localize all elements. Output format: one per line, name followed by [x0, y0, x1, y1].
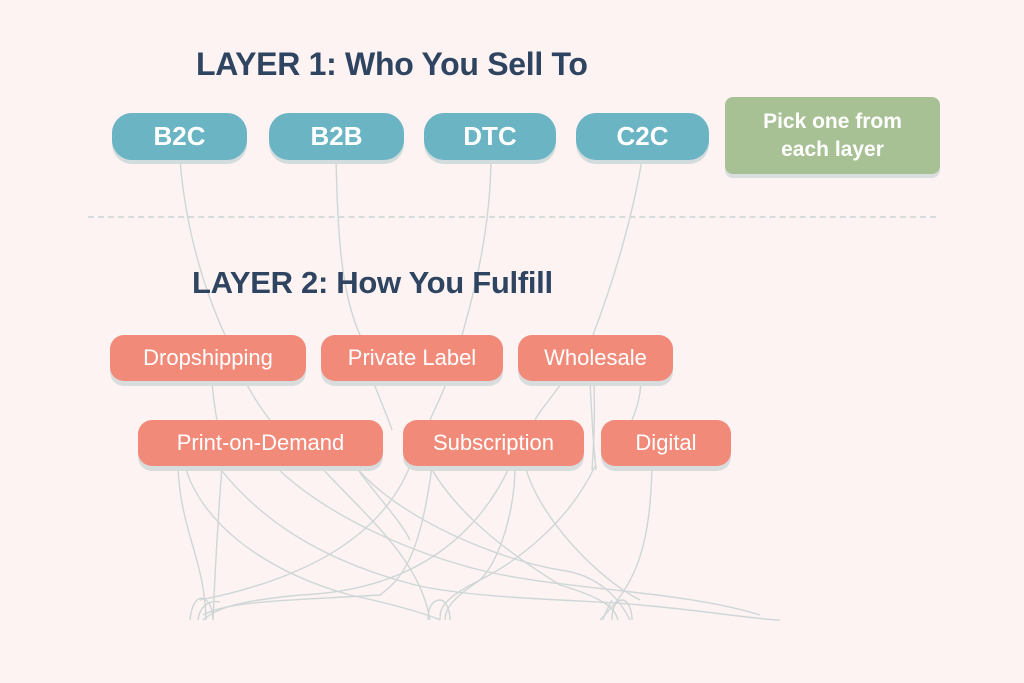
layer2-title: LAYER 2: How You Fulfill	[192, 265, 553, 300]
option-b2c[interactable]: B2C	[112, 113, 247, 160]
option-label: B2C	[153, 121, 206, 151]
option-print-on-demand[interactable]: Print-on-Demand	[138, 420, 383, 466]
option-dropshipping[interactable]: Dropshipping	[110, 335, 306, 381]
option-label: C2C	[616, 121, 669, 151]
option-digital[interactable]: Digital	[601, 420, 731, 466]
option-c2c[interactable]: C2C	[576, 113, 709, 160]
option-label: Digital	[635, 430, 697, 455]
layer-divider	[88, 216, 936, 218]
option-label: Print-on-Demand	[176, 430, 345, 455]
option-wholesale[interactable]: Wholesale	[518, 335, 673, 381]
note-line-2: each layer	[781, 137, 884, 161]
option-private-label[interactable]: Private Label	[321, 335, 503, 381]
option-label: DTC	[463, 121, 517, 151]
option-label: Wholesale	[544, 345, 647, 370]
instruction-note: Pick one from each layer	[725, 97, 940, 174]
option-dtc[interactable]: DTC	[424, 113, 556, 160]
option-label: B2B	[310, 121, 363, 151]
layer1-title: LAYER 1: Who You Sell To	[196, 46, 588, 82]
option-label: Dropshipping	[143, 345, 273, 370]
option-b2b[interactable]: B2B	[269, 113, 404, 160]
note-line-1: Pick one from	[763, 109, 902, 133]
option-label: Subscription	[432, 430, 555, 455]
option-subscription[interactable]: Subscription	[403, 420, 584, 466]
option-label: Private Label	[347, 345, 477, 370]
